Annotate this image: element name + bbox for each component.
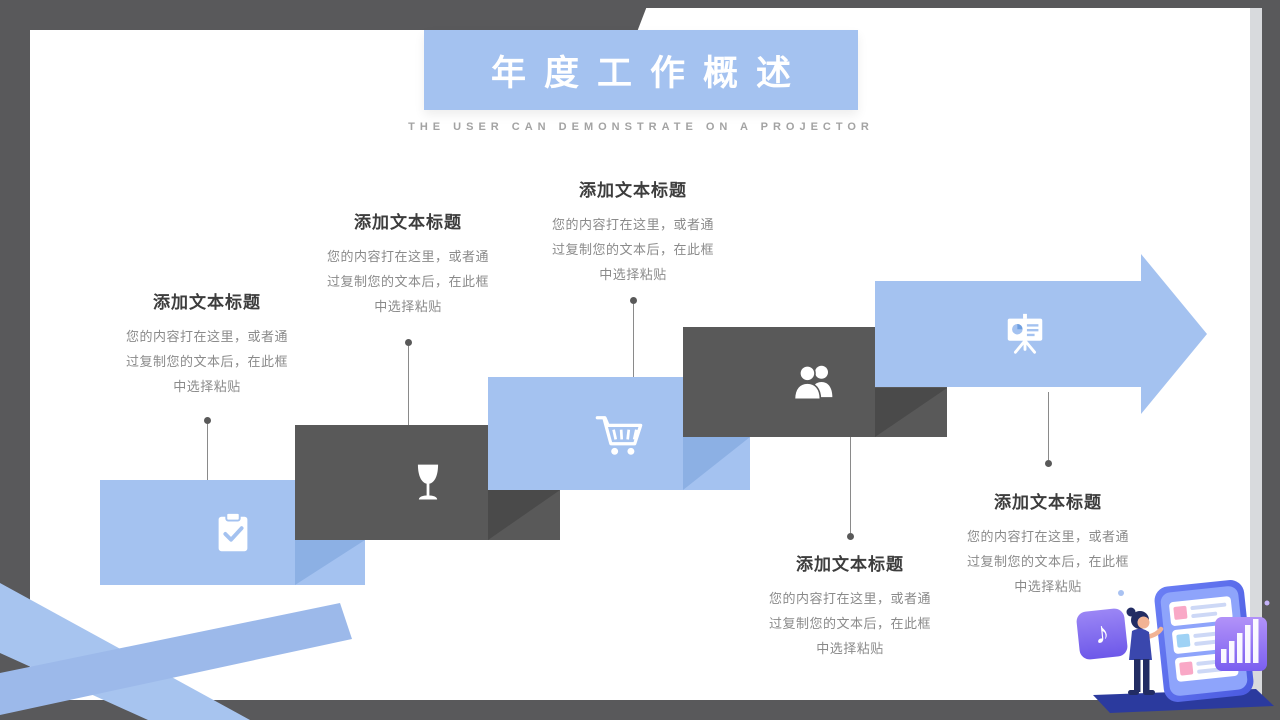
person-figure	[1126, 607, 1164, 695]
step-4-text: 添加文本标题 您的内容打在这里，或者通 过复制您的文本后，在此框 中选择粘贴	[735, 550, 965, 661]
shopping-cart-icon	[595, 415, 643, 455]
step-1-body-line: 您的内容打在这里，或者通	[125, 329, 288, 344]
accent-dot	[1118, 590, 1124, 596]
tech-illustration: ♪	[1076, 580, 1274, 713]
step-3-body-line: 您的内容打在这里，或者通	[551, 217, 714, 232]
step-1-text: 添加文本标题 您的内容打在这里，或者通 过复制您的文本后，在此框 中选择粘贴	[92, 288, 322, 399]
connector-line-3	[633, 304, 634, 377]
accent-dot	[1264, 600, 1270, 606]
step-5-heading: 添加文本标题	[994, 493, 1102, 512]
step-5-body-line: 过复制您的文本后，在此框	[966, 554, 1129, 569]
step-3-text: 添加文本标题 您的内容打在这里，或者通 过复制您的文本后，在此框 中选择粘贴	[518, 176, 748, 287]
step-5-text: 添加文本标题 您的内容打在这里，或者通 过复制您的文本后，在此框 中选择粘贴	[933, 488, 1163, 599]
step-2-body-line: 您的内容打在这里，或者通	[326, 249, 489, 264]
step-1-body-line: 过复制您的文本后，在此框	[125, 354, 288, 369]
step-1-heading: 添加文本标题	[153, 293, 261, 312]
step-2-heading: 添加文本标题	[354, 213, 462, 232]
step-3-body-line: 中选择粘贴	[599, 267, 667, 282]
slide-sheet-top-edge	[637, 8, 1252, 32]
step-4-body-line: 过复制您的文本后，在此框	[768, 616, 931, 631]
step-4-heading: 添加文本标题	[796, 555, 904, 574]
connector-dot-4	[847, 533, 854, 540]
title-banner: 年度工作概述	[424, 30, 858, 110]
step-3-body-line: 过复制您的文本后，在此框	[551, 242, 714, 257]
step-2-text: 添加文本标题 您的内容打在这里，或者通 过复制您的文本后，在此框 中选择粘贴	[293, 208, 523, 319]
step-3-heading: 添加文本标题	[579, 181, 687, 200]
people-icon	[793, 364, 833, 401]
connector-dot-1	[204, 417, 211, 424]
bar-chart-icon	[1221, 649, 1227, 663]
presentation-board-icon	[1007, 313, 1043, 354]
music-note-icon: ♪	[1093, 616, 1111, 650]
connector-line-2	[408, 346, 409, 425]
step-5-body-line: 您的内容打在这里，或者通	[966, 529, 1129, 544]
connector-dot-2	[405, 339, 412, 346]
ribbon-diagonal-2	[0, 603, 352, 715]
step-4-body-line: 中选择粘贴	[816, 641, 884, 656]
subtitle: THE USER CAN DEMONSTRATE ON A PROJECTOR	[408, 121, 874, 133]
connector-line-1	[207, 424, 208, 480]
clipboard-check-icon	[218, 511, 247, 551]
connector-dot-5	[1045, 460, 1052, 467]
step-5-body-line: 中选择粘贴	[1014, 579, 1082, 594]
connector-line-4	[850, 437, 851, 533]
step-2-body-line: 过复制您的文本后，在此框	[326, 274, 489, 289]
step-4-body-line: 您的内容打在这里，或者通	[768, 591, 931, 606]
wine-glass-icon	[417, 464, 438, 499]
corner-ribbons-decoration	[0, 583, 352, 720]
step-2-body-line: 中选择粘贴	[374, 299, 442, 314]
bar-chart-card	[1215, 617, 1267, 671]
connector-dot-3	[630, 297, 637, 304]
page-title: 年度工作概述	[490, 53, 809, 93]
step-1-body-line: 中选择粘贴	[173, 379, 241, 394]
music-note-card: ♪	[1076, 608, 1128, 660]
connector-line-5	[1048, 392, 1049, 460]
step-card-5-arrow	[875, 254, 1207, 414]
page-edge-strip	[1250, 8, 1262, 698]
